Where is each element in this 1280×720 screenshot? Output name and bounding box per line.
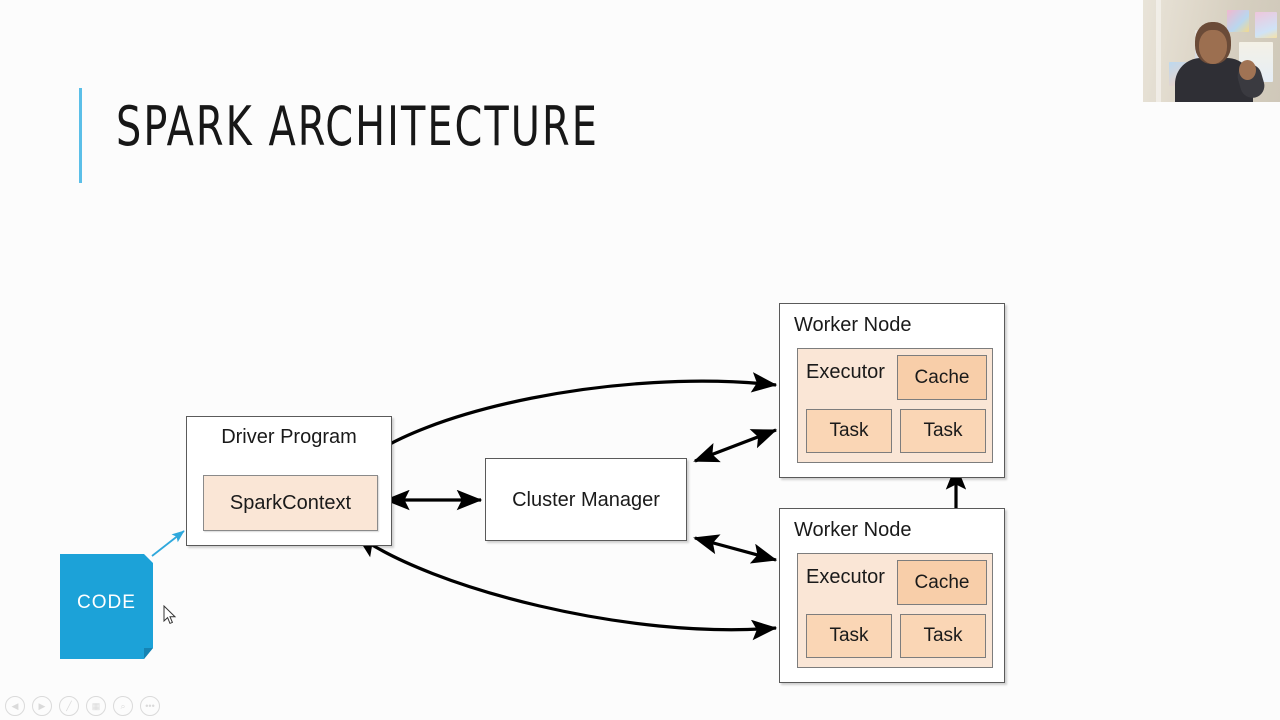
cache-label: Cache	[914, 367, 970, 388]
spark-context-label: SparkContext	[229, 492, 352, 514]
executor-label: Executor	[806, 566, 885, 588]
task-label: Task	[923, 625, 963, 646]
arrow-cluster-manager-to-worker1	[693, 428, 778, 463]
worker-node-box: Worker Node Executor Cache Task Task	[779, 508, 1005, 683]
zoom-tool-icon[interactable]: ⌕	[113, 696, 133, 716]
mouse-cursor-icon	[163, 605, 177, 625]
cluster-manager-label: Cluster Manager	[512, 489, 660, 511]
driver-program-label: Driver Program	[221, 426, 357, 448]
previous-slide-icon[interactable]: ◀	[5, 696, 25, 716]
webcam-video-overlay[interactable]	[1143, 0, 1280, 102]
executor-box: Executor Cache Task Task	[797, 348, 993, 463]
cache-box: Cache	[897, 560, 987, 605]
task-label: Task	[829, 420, 869, 441]
cluster-manager-box: Cluster Manager	[485, 458, 687, 541]
webcam-poster	[1255, 12, 1277, 38]
executor-label: Executor	[806, 361, 885, 383]
code-note-shape: CODE	[60, 554, 153, 659]
task-label: Task	[923, 420, 963, 441]
worker-node-box: Worker Node Executor Cache Task Task	[779, 303, 1005, 478]
executor-box: Executor Cache Task Task	[797, 553, 993, 668]
webcam-poster	[1227, 10, 1249, 32]
pen-tool-icon[interactable]: ╱	[59, 696, 79, 716]
task-box: Task	[806, 614, 892, 658]
page-title: SPARK ARCHITECTURE	[116, 95, 599, 158]
title-accent-bar	[79, 88, 82, 183]
task-box: Task	[806, 409, 892, 453]
task-label: Task	[829, 625, 869, 646]
code-note-icon	[60, 554, 153, 659]
worker-node-label: Worker Node	[794, 314, 912, 336]
arrow-cluster-manager-to-worker2	[693, 534, 778, 564]
webcam-person-hand	[1239, 60, 1256, 80]
cache-label: Cache	[914, 572, 970, 593]
cache-box: Cache	[897, 355, 987, 400]
task-box: Task	[900, 409, 986, 453]
task-box: Task	[900, 614, 986, 658]
worker-node-label: Worker Node	[794, 519, 912, 541]
code-note-label: CODE	[77, 592, 136, 613]
more-options-icon[interactable]: •••	[140, 696, 160, 716]
spark-context-box: SparkContext	[203, 475, 378, 531]
arrow-code-to-driver	[151, 530, 185, 557]
webcam-person-face	[1199, 30, 1227, 64]
all-slides-icon[interactable]: ▦	[86, 696, 106, 716]
driver-program-box: Driver Program SparkContext	[186, 416, 392, 546]
webcam-wall-edge	[1156, 0, 1161, 102]
presenter-controls-bar[interactable]: ◀ ▶ ╱ ▦ ⌕ •••	[5, 696, 160, 716]
arrow-driver-to-worker2	[355, 533, 778, 641]
arrow-driver-to-worker1	[355, 372, 778, 468]
next-slide-icon[interactable]: ▶	[32, 696, 52, 716]
